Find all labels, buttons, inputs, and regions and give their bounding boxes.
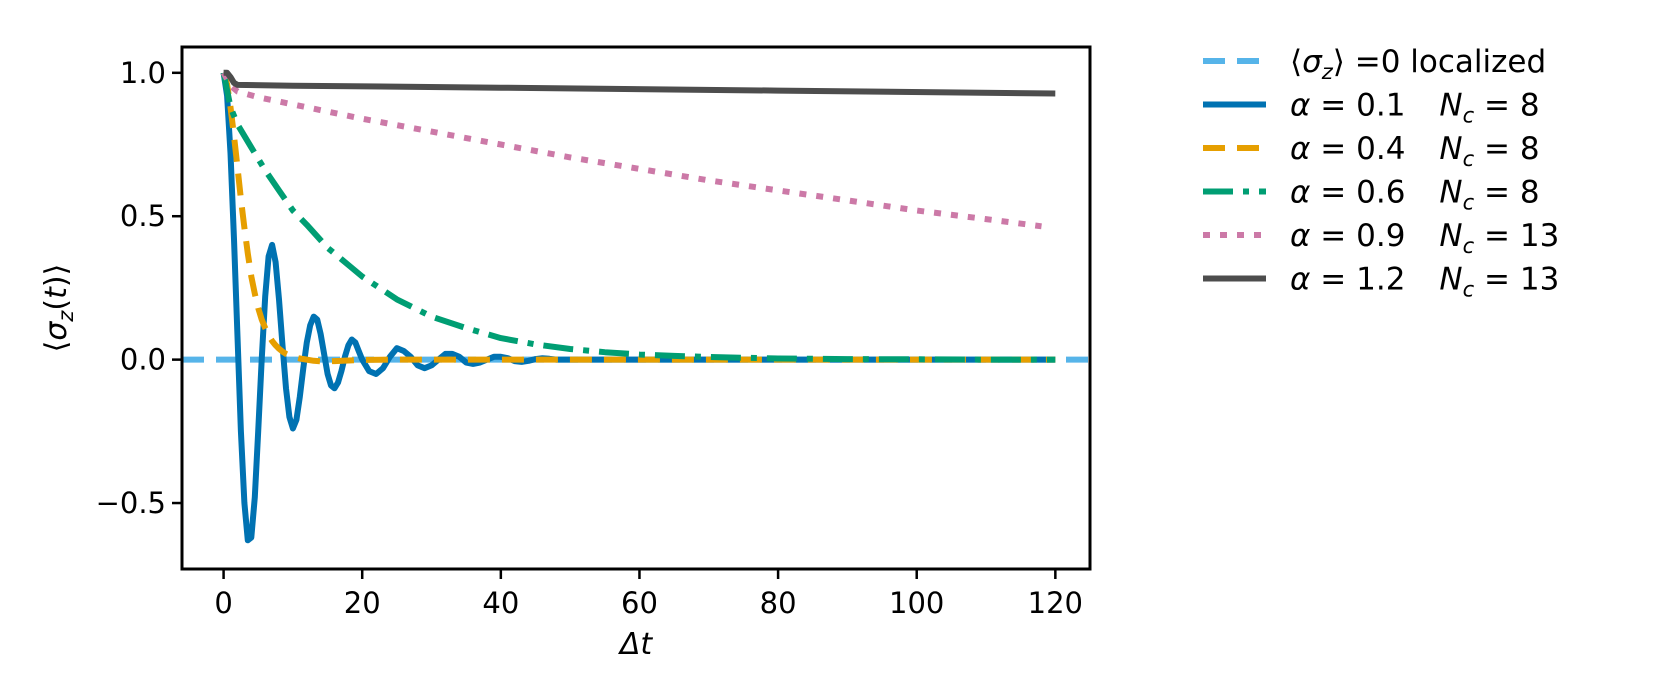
plot-frame (180, 45, 1092, 571)
y-tick-label: −0.5 (96, 486, 166, 520)
x-tick-label: 100 (889, 586, 944, 620)
legend-label: ⟨σz⟩ =0 localized (1290, 44, 1546, 84)
x-axis: 0 20 40 60 80 100 120 (214, 569, 1083, 620)
y-tick-label: 0.5 (120, 199, 166, 233)
x-tick-label: 120 (1028, 586, 1083, 620)
series-line-3 (220, 72, 1056, 363)
y-tick-label: 0.0 (120, 343, 166, 377)
series-line-2 (220, 71, 1056, 365)
x-tick-label: 60 (621, 586, 658, 620)
y-axis: −0.5 0.0 0.5 1.0 (96, 56, 182, 520)
x-tick-label: 0 (214, 586, 232, 620)
y-axis-label: ⟨σz(t)⟩ (39, 264, 78, 353)
legend-item-0: ⟨σz⟩ =0 localized (1203, 44, 1546, 84)
x-tick-label: 20 (344, 586, 381, 620)
plot-lines (182, 69, 1090, 544)
x-tick-label: 80 (760, 586, 797, 620)
series-line-1 (220, 72, 1056, 544)
x-tick-label: 40 (482, 586, 519, 620)
y-tick-label: 1.0 (120, 56, 166, 90)
x-axis-label: Δt (618, 627, 654, 662)
series-line-4 (220, 71, 1042, 230)
series-line-5 (223, 69, 1056, 97)
